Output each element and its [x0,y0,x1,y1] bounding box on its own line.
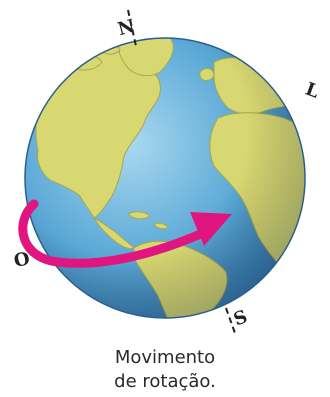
island-madagascar [307,237,314,249]
compass-south: S [231,306,250,330]
earth-rotation-diagram: N L S O [0,0,330,340]
compass-east: L [303,79,322,103]
caption-line-2: de rotação. [60,370,270,394]
globe-shade [25,38,305,318]
caption-line-1: Movimento [60,346,270,370]
compass-north: N [116,16,137,41]
